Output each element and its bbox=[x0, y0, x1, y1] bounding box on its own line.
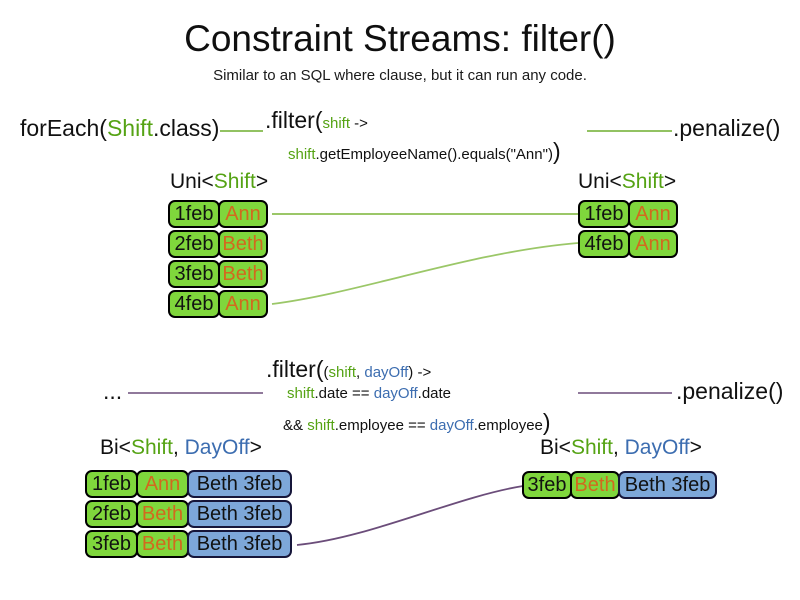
uni-link-4feb-curve bbox=[271, 242, 579, 305]
bi-link-curve bbox=[296, 485, 524, 546]
